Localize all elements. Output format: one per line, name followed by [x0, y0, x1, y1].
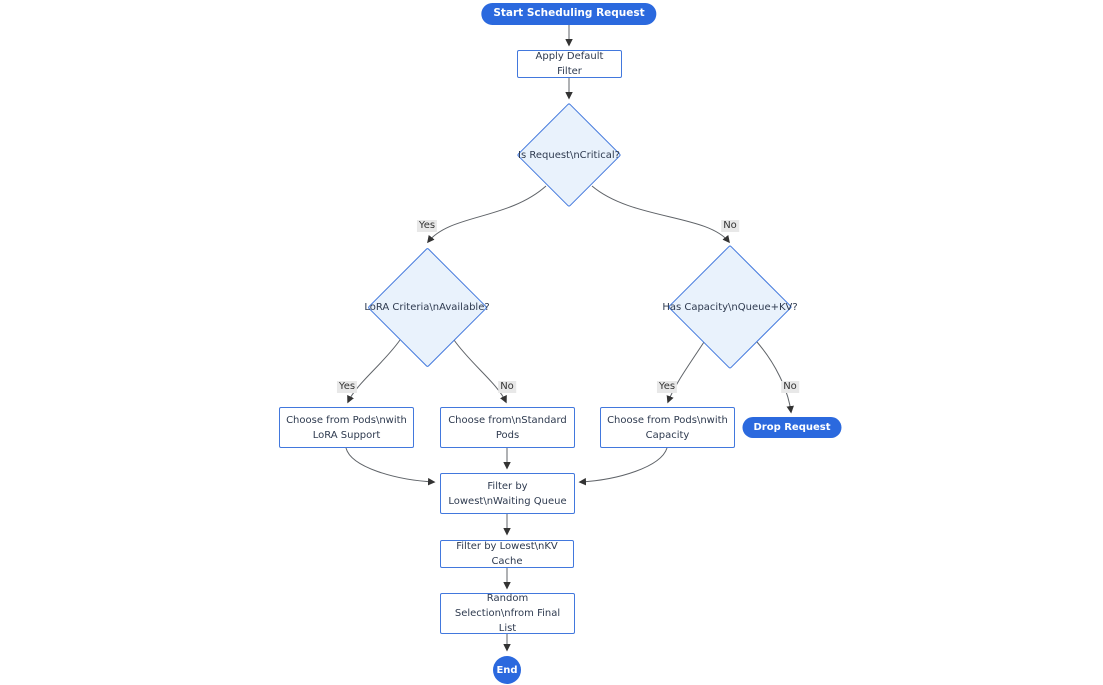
end-node: End	[493, 656, 521, 684]
has-capacity-decision: Has Capacity\nQueue+KV?	[662, 244, 798, 370]
decision-label: Has Capacity\nQueue+KV?	[662, 301, 798, 313]
lora-criteria-decision: LoRA Criteria\nAvailable?	[364, 246, 490, 368]
edge-label-no-critical: No	[721, 220, 739, 232]
choose-lora-pods-node: Choose from Pods\nwith LoRA Support	[279, 407, 414, 448]
filter-waiting-queue-node: Filter by Lowest\nWaiting Queue	[440, 473, 575, 514]
filter-kv-cache-node: Filter by Lowest\nKV Cache	[440, 540, 574, 568]
is-critical-decision: Is Request\nCritical?	[516, 102, 622, 208]
edge-label-yes-critical: Yes	[416, 220, 438, 232]
start-node: Start Scheduling Request	[481, 3, 657, 25]
edge-label-yes-lora: Yes	[336, 381, 358, 393]
choose-capacity-pods-node: Choose from Pods\nwith Capacity	[600, 407, 735, 448]
edge-label-yes-capacity: Yes	[656, 381, 678, 393]
apply-default-filter-node: Apply Default Filter	[517, 50, 622, 78]
decision-label: LoRA Criteria\nAvailable?	[364, 301, 490, 313]
random-selection-node: Random Selection\nfrom Final List	[440, 593, 575, 634]
drop-request-node: Drop Request	[742, 417, 842, 438]
edge-label-no-capacity: No	[781, 381, 799, 393]
edge-label-no-lora: No	[498, 381, 516, 393]
decision-label: Is Request\nCritical?	[518, 149, 620, 161]
choose-standard-pods-node: Choose from\nStandard Pods	[440, 407, 575, 448]
